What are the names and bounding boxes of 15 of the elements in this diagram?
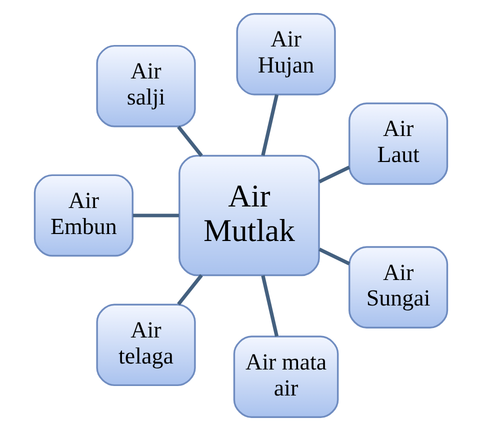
node-box: Air Sungai <box>348 246 448 328</box>
connector <box>261 94 279 156</box>
connector <box>177 126 203 157</box>
node-box: Air Laut <box>348 102 448 185</box>
connector <box>261 275 279 337</box>
node-box: Air Embun <box>34 174 134 257</box>
connector <box>318 166 350 184</box>
node-box: Air telaga <box>96 304 196 386</box>
connector <box>132 214 180 218</box>
connector <box>177 274 203 306</box>
node-box: Air salji <box>96 44 196 128</box>
connector <box>318 248 350 266</box>
node-box: Air Mutlak <box>178 154 320 276</box>
node-box: Air Hujan <box>236 12 336 96</box>
node-box: Air mata air <box>233 336 339 418</box>
